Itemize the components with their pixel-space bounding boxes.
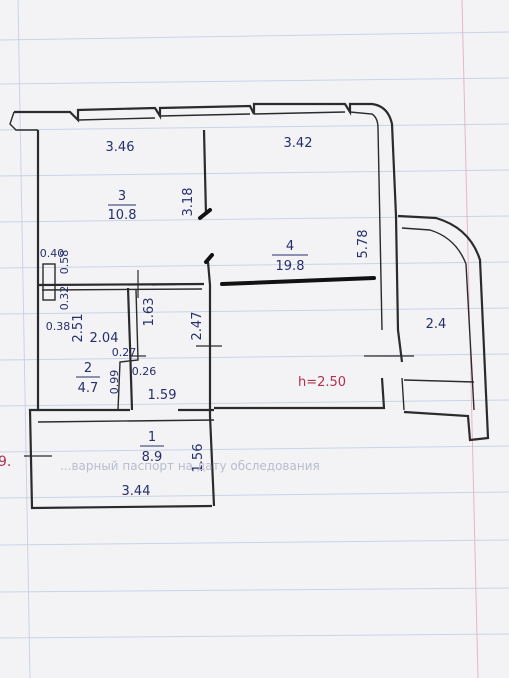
room-2-area: 4.7 [78, 381, 99, 396]
dim-room4-height: 5.78 [356, 230, 371, 259]
hand-markers [198, 208, 376, 286]
dim-corridor-b: 2.47 [190, 312, 205, 341]
room-2-number: 2 [84, 361, 92, 376]
dim-room1-height: 1.56 [191, 444, 206, 473]
room-1-number: 1 [148, 430, 156, 445]
dim-corridor-a: 1.63 [142, 298, 157, 327]
balcony-area: 2.4 [426, 317, 447, 332]
dimension-labels: 3.46 3.42 3.18 5.78 3.44 1.56 2.04 2.51 … [40, 136, 371, 499]
dim-room4-width: 3.42 [284, 136, 313, 151]
door-marks [24, 270, 414, 457]
faint-background-text: ...варный паспорт на дату обследования [60, 459, 320, 473]
dim-0-58: 0.58 [58, 250, 71, 275]
dim-room3-height: 3.18 [181, 188, 196, 217]
ceiling-height: h=2.50 [298, 375, 346, 390]
dim-0-32: 0.32 [58, 286, 71, 311]
walls [9, 102, 490, 510]
room-4-number: 4 [286, 239, 294, 254]
dim-0-40: 0.40 [40, 247, 65, 260]
room-3-area: 10.8 [108, 208, 137, 223]
dim-0-38: 0.38 [46, 320, 71, 333]
dim-bath-width: 2.04 [90, 331, 119, 346]
dim-bath-height: 2.51 [71, 314, 86, 343]
room-1-area: 8.9 [142, 450, 163, 465]
dim-room1-width: 3.44 [122, 484, 151, 499]
room-4-area: 19.8 [276, 259, 305, 274]
dim-room3-width: 3.46 [106, 140, 135, 155]
room-3-number: 3 [118, 189, 126, 204]
left-edge-label: 9. [0, 454, 11, 470]
dim-corridor-c: 1.59 [148, 388, 177, 403]
dim-0-26: 0.26 [132, 365, 157, 378]
room-labels: 3 10.8 4 19.8 2 4.7 1 8.9 2.4 h=2.50 [76, 189, 446, 465]
dim-0-27: 0.27 [112, 346, 137, 359]
dim-0-99: 0.99 [108, 370, 121, 395]
